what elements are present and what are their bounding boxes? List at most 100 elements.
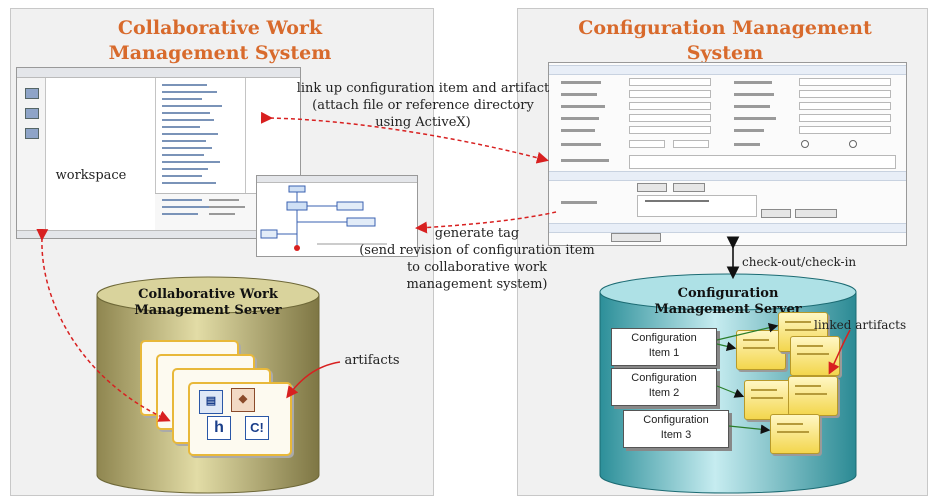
workspace-label: workspace	[55, 168, 127, 183]
cwms-list-column	[155, 78, 246, 238]
h-file-icon: h	[207, 416, 231, 440]
config-item-1-line-2: Item 1	[648, 347, 680, 359]
checkout-checkin-label: check-out/check-in	[742, 255, 857, 269]
cms-form-button	[761, 209, 791, 218]
cms-form-label	[561, 93, 597, 96]
cms-form-field	[629, 102, 711, 110]
cwms-list-row	[162, 206, 214, 208]
cms-form-label	[734, 117, 776, 120]
cms-form-button	[637, 183, 667, 192]
cms-form-field	[799, 126, 891, 134]
cms-form-label	[561, 201, 597, 204]
cwms-nav-icon	[25, 128, 39, 139]
right-title-line-1: Configuration Management	[578, 17, 872, 39]
cms-form-field	[629, 140, 665, 148]
cwms-list-row	[162, 91, 217, 93]
cms-form-field	[673, 140, 709, 148]
config-item-2-line-2: Item 2	[648, 387, 680, 399]
cwms-list-row	[162, 199, 202, 201]
cms-form-label	[561, 129, 595, 132]
cwms-list-row	[162, 84, 207, 86]
linked-artifact-doc	[770, 414, 820, 454]
cms-form-button	[611, 233, 661, 242]
cms-form-button	[673, 183, 705, 192]
config-item-card: Configuration Item 2	[611, 368, 717, 406]
config-item-1-line-1: Configuration	[631, 332, 697, 344]
right-title-line-2: System	[686, 42, 764, 64]
cwms-list-row	[162, 175, 202, 177]
generate-tag-line-3: to collaborative work	[406, 260, 548, 275]
linked-artifact-doc	[788, 376, 838, 416]
cwm-server-label: Collaborative Work Management Server	[103, 287, 313, 319]
cms-form-section-header	[549, 171, 906, 181]
link-up-annotation: link up configuration item and artifact …	[288, 80, 558, 131]
cms-form-label	[734, 129, 764, 132]
cwms-list-row	[162, 105, 222, 107]
cm-server-line-2: Management Server	[654, 302, 802, 317]
c-file-icon: C!	[245, 416, 269, 440]
cms-form-label	[561, 81, 601, 84]
artifacts-label: artifacts	[344, 353, 400, 368]
workflow-toolbar	[257, 176, 417, 183]
generate-tag-line-2: (send revision of configuration item	[359, 243, 595, 258]
cwms-list-row	[162, 213, 198, 215]
config-item-3-line-1: Configuration	[643, 414, 709, 426]
cwm-server-line-2: Management Server	[134, 303, 282, 318]
cms-form-label	[734, 81, 772, 84]
cms-file-list	[637, 195, 757, 217]
linked-artifact-doc	[744, 380, 794, 420]
cms-form-label	[561, 105, 605, 108]
left-title-line-2: Management System	[108, 42, 332, 64]
cwms-list-row	[162, 98, 202, 100]
cwms-nav-column	[17, 78, 46, 238]
generate-tag-annotation: generate tag (send revision of configura…	[352, 225, 602, 293]
cms-form-label	[734, 143, 760, 146]
cwms-list-row	[162, 119, 214, 121]
cm-server-line-1: Configuration	[677, 286, 779, 301]
cms-form-label	[561, 117, 599, 120]
cms-form-field	[799, 114, 891, 122]
workflow-graph	[260, 185, 387, 251]
left-title-line-1: Collaborative Work	[117, 17, 323, 39]
cwms-list-row	[162, 182, 216, 184]
left-panel-title: Collaborative Work Management System	[20, 16, 420, 66]
cms-radio-option	[801, 140, 809, 148]
cms-form-button	[795, 209, 837, 218]
cms-form-label	[561, 159, 609, 162]
image-icon: ◆	[231, 388, 255, 412]
document-icon: ▤	[199, 390, 223, 414]
cms-file-list-row	[645, 200, 709, 202]
link-up-line-1: link up configuration item and artifact	[296, 81, 550, 96]
workflow-diagram-screenshot	[256, 175, 418, 257]
cwms-tree-column	[45, 78, 156, 238]
cwms-list-row	[162, 147, 212, 149]
cms-form-field	[629, 78, 711, 86]
cwm-server-line-1: Collaborative Work	[138, 287, 278, 302]
cm-server-label: Configuration Management Server	[608, 286, 848, 318]
cwms-toolbar	[17, 68, 300, 78]
config-item-card: Configuration Item 3	[623, 410, 729, 448]
cms-radio-option	[849, 140, 857, 148]
link-up-line-3: using ActiveX)	[375, 115, 471, 130]
cwms-list-row	[162, 154, 204, 156]
generate-tag-line-1: generate tag	[434, 226, 520, 241]
cwms-list-row	[162, 112, 210, 114]
generate-tag-line-4: management system)	[406, 277, 548, 292]
cwms-nav-icon	[25, 108, 39, 119]
cwms-list-row	[162, 161, 220, 163]
cms-form-section-header	[549, 223, 906, 233]
cwms-list-row	[162, 168, 208, 170]
cwms-list-row	[209, 206, 245, 208]
cms-form-window-screenshot	[548, 62, 907, 246]
linked-artifacts-label: linked artifacts	[814, 318, 907, 332]
cms-form-field	[799, 90, 891, 98]
cms-form-field	[799, 102, 891, 110]
cms-form-field	[629, 114, 711, 122]
config-item-2-line-1: Configuration	[631, 372, 697, 384]
cms-form-label	[561, 143, 601, 146]
cwms-list-row	[162, 140, 206, 142]
cwms-list-row	[162, 133, 218, 135]
cwms-nav-icon	[25, 88, 39, 99]
cms-form-label	[734, 93, 774, 96]
linked-artifact-doc	[790, 336, 840, 376]
